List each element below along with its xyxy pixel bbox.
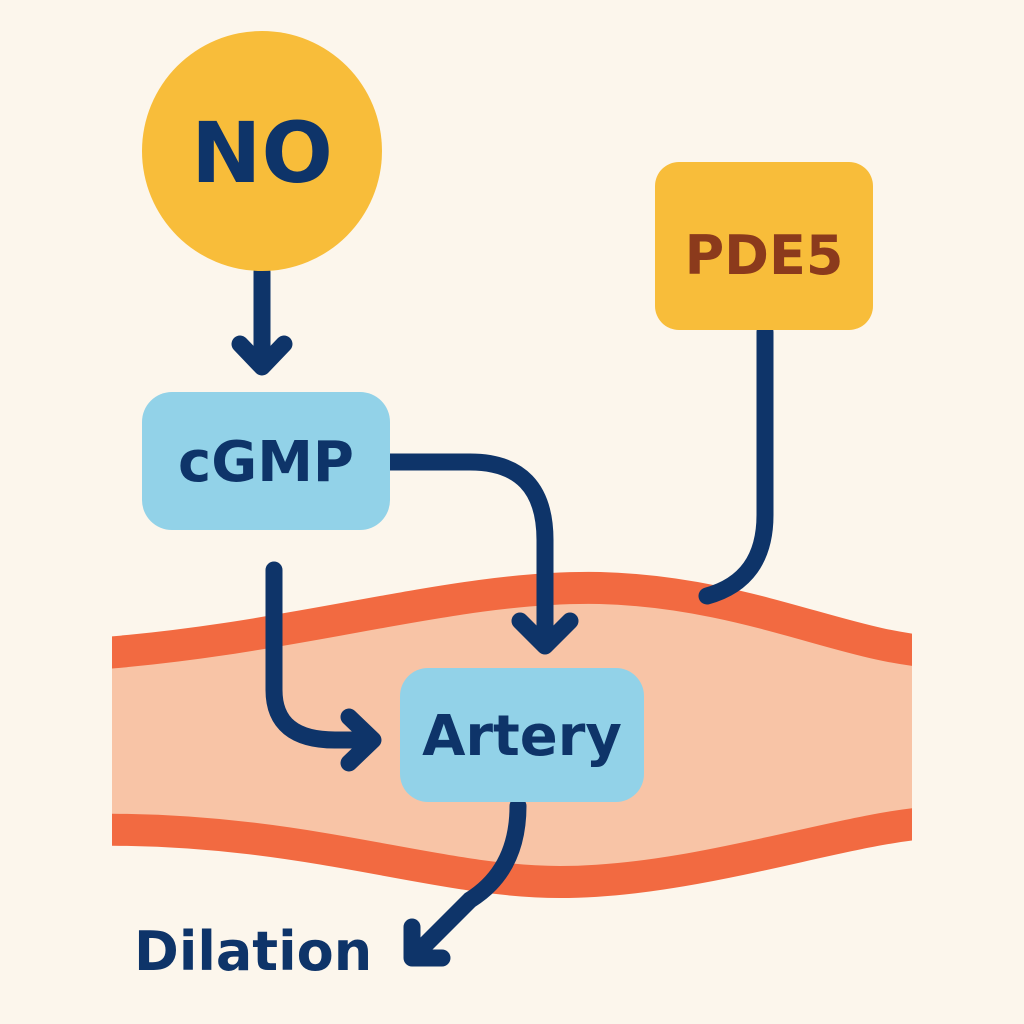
node-no-label: NO — [191, 104, 333, 202]
node-no-circle — [142, 31, 382, 271]
arrow-cgmp-to-artery-top — [381, 453, 579, 655]
node-pde5: PDE5 — [655, 162, 873, 330]
vessel-upper-wall — [112, 571, 912, 669]
outcome-dilation-label: Dilation — [134, 920, 372, 983]
vessel-lower-wall — [112, 808, 912, 899]
arrow-cgmp-to-artery-left — [265, 561, 382, 772]
node-cgmp-label: cGMP — [178, 430, 354, 495]
node-cgmp-box — [142, 392, 390, 530]
connectors — [231, 263, 774, 967]
node-artery: Artery — [400, 668, 644, 802]
arrow-artery-to-dilation — [403, 797, 527, 967]
node-cgmp: cGMP — [142, 392, 390, 530]
node-no: NO — [142, 31, 382, 271]
pde5-connector — [698, 323, 774, 605]
node-artery-box — [400, 668, 644, 802]
node-pde5-box — [655, 162, 873, 330]
node-artery-label: Artery — [422, 704, 622, 769]
node-pde5-label: PDE5 — [685, 224, 844, 287]
arrow-no-to-cgmp — [231, 263, 293, 376]
